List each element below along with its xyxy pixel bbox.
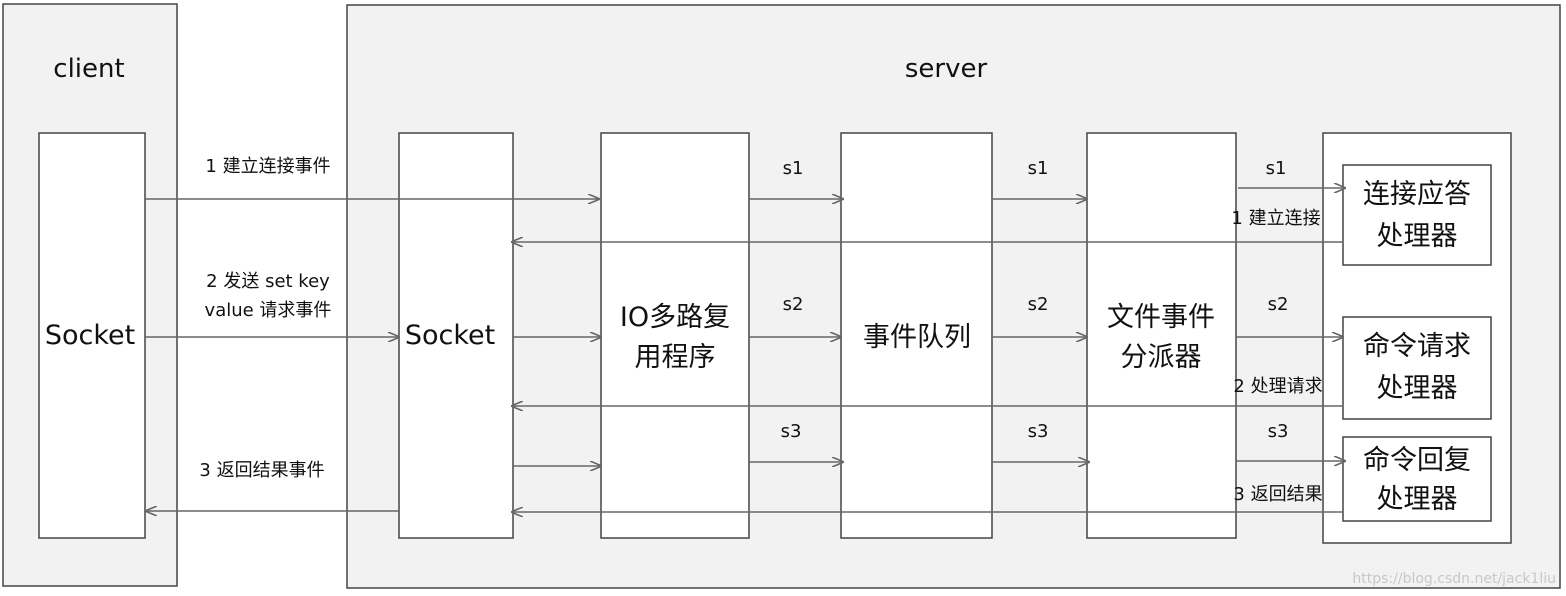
- server-title: server: [905, 54, 988, 84]
- s2-label-queue: s2: [1028, 294, 1049, 315]
- request-handler-box: [1342, 316, 1492, 420]
- io-mux-label-line1: IO多路复: [620, 302, 730, 333]
- accept-handler-line1: 连接应答: [1363, 179, 1471, 210]
- s3-label-queue: s3: [1028, 421, 1049, 442]
- client-title: client: [53, 54, 124, 84]
- event-queue-box: [840, 132, 993, 539]
- send-request-label-line1: 2 发送 set key: [206, 271, 330, 292]
- build-connection-label: 1 建立连接: [1231, 208, 1320, 229]
- dispatcher-label-line2: 分派器: [1121, 342, 1202, 373]
- send-request-label-line2: value 请求事件: [205, 300, 332, 321]
- event-queue-label: 事件队列: [863, 322, 971, 353]
- s2-label-io: s2: [783, 294, 804, 315]
- reply-handler-box: [1342, 436, 1492, 522]
- return-event-label: 3 返回结果事件: [199, 460, 324, 481]
- s1-label-queue: s1: [1028, 158, 1049, 179]
- client-socket-label: Socket: [45, 320, 135, 351]
- s3-label-io: s3: [781, 421, 802, 442]
- server-socket-box: [398, 132, 514, 539]
- accept-handler-box: [1342, 164, 1492, 266]
- connect-event-label: 1 建立连接事件: [205, 156, 330, 177]
- s3-label-dispatcher: s3: [1268, 421, 1289, 442]
- s1-label-io: s1: [783, 158, 804, 179]
- handle-request-label: 2 处理请求: [1233, 376, 1322, 397]
- s2-label-dispatcher: s2: [1268, 294, 1289, 315]
- io-mux-box: [600, 132, 750, 539]
- io-mux-label-line2: 用程序: [635, 342, 716, 373]
- reply-handler-line1: 命令回复: [1363, 445, 1471, 476]
- reply-handler-line2: 处理器: [1377, 484, 1458, 515]
- request-handler-line1: 命令请求: [1363, 331, 1471, 362]
- return-result-label: 3 返回结果: [1233, 484, 1322, 505]
- dispatcher-box: [1086, 132, 1237, 539]
- s1-label-dispatcher: s1: [1266, 158, 1287, 179]
- watermark: https://blog.csdn.net/jack1liu: [1352, 571, 1556, 587]
- server-socket-label: Socket: [405, 320, 495, 351]
- dispatcher-label-line1: 文件事件: [1107, 302, 1215, 333]
- client-socket-box: [38, 132, 146, 539]
- accept-handler-line2: 处理器: [1377, 221, 1458, 252]
- request-handler-line2: 处理器: [1377, 373, 1458, 404]
